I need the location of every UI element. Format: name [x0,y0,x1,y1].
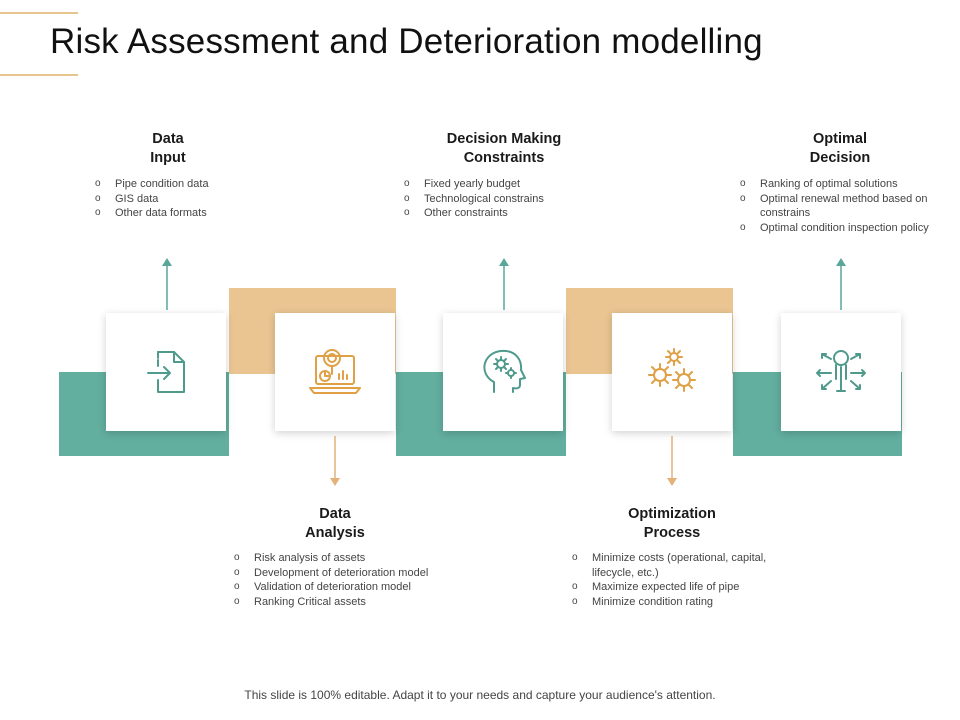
stage-points-data-input: Pipe condition data GIS data Other data … [95,177,255,221]
list-item: Minimize condition rating [572,595,782,610]
list-item: Ranking Critical assets [234,595,434,610]
page-title: Risk Assessment and Deterioration modell… [50,22,763,61]
accent-line-top [0,12,78,14]
arrow-down-data-analysis [330,436,340,486]
stage-points-optimal-decision: Ranking of optimal solutions Optimal ren… [740,177,945,235]
list-item: Optimal renewal method based on constrai… [740,192,945,221]
stage-points-optimization: Minimize costs (operational, capital, li… [572,551,782,609]
list-item: Optimal condition inspection policy [740,221,945,236]
stage-card-optimal-decision [781,313,901,431]
stage-heading-decision-constraints: Decision Making Constraints [446,131,562,166]
stage-card-data-input [106,313,226,431]
person-decision-icon [814,349,868,395]
list-item: Technological constrains [404,192,584,207]
stage-heading-optimal-decision: Optimal Decision [809,131,871,166]
accent-line-bottom [0,74,78,76]
list-item: Minimize costs (operational, capital, li… [572,551,782,580]
stage-heading-data-analysis: Data Analysis [305,506,365,541]
list-item: Validation of deterioration model [234,580,434,595]
file-import-icon [144,348,188,396]
list-item: Fixed yearly budget [404,177,584,192]
head-gears-icon [480,348,526,396]
stage-card-optimization [612,313,732,431]
list-item: Development of deterioration model [234,566,434,581]
stage-card-decision-constraints [443,313,563,431]
list-item: Risk analysis of assets [234,551,434,566]
list-item: Pipe condition data [95,177,255,192]
laptop-analysis-icon [308,346,362,398]
list-item: Other constraints [404,206,584,221]
stage-card-data-analysis [275,313,395,431]
stage-heading-optimization: Optimization Process [628,506,716,541]
arrow-down-optimization [667,436,677,486]
list-item: Maximize expected life of pipe [572,580,782,595]
list-item: GIS data [95,192,255,207]
footer-note: This slide is 100% editable. Adapt it to… [244,688,716,702]
arrow-up-optimal-decision [836,258,846,310]
list-item: Other data formats [95,206,255,221]
stage-points-data-analysis: Risk analysis of assets Development of d… [234,551,434,609]
stage-points-decision-constraints: Fixed yearly budget Technological constr… [404,177,584,221]
arrow-up-data-input [162,258,172,310]
arrow-up-decision-constraints [499,258,509,310]
list-item: Ranking of optimal solutions [740,177,945,192]
gears-icon [646,347,698,397]
stage-heading-data-input: Data Input [150,131,186,166]
